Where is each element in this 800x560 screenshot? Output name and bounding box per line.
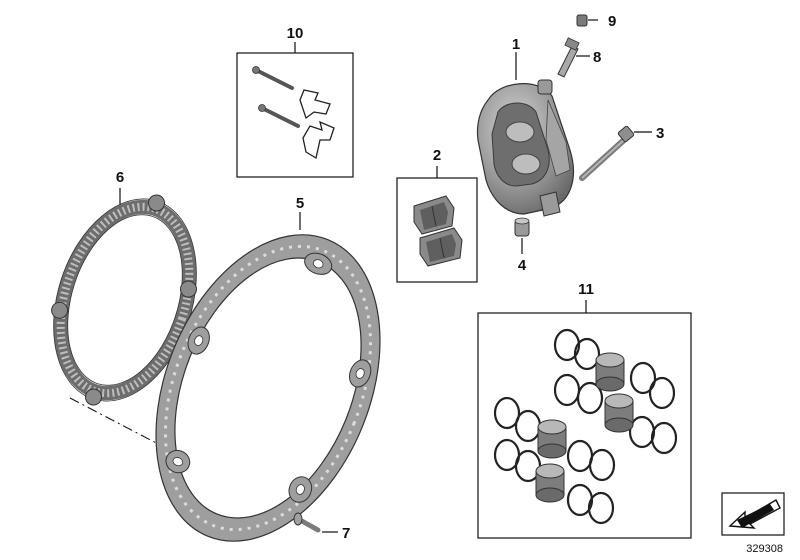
brake-disc	[155, 234, 381, 542]
bleed-port	[537, 79, 553, 95]
disc-carrier-lugs	[165, 252, 372, 503]
piston-3	[537, 419, 567, 459]
callout-4: 4	[518, 257, 527, 274]
callout-10: 10	[287, 25, 304, 42]
piston-4	[535, 463, 565, 503]
brake-caliper	[476, 79, 574, 217]
guide-sleeve	[514, 217, 530, 237]
callout-2: 2	[433, 147, 441, 164]
disc-bolt	[293, 512, 321, 533]
callout-6: 6	[116, 169, 124, 186]
pistons	[535, 352, 634, 503]
callout-11: 11	[578, 281, 594, 298]
bleed-valve	[557, 37, 580, 78]
abs-sensor-ring	[51, 194, 197, 406]
brake-pad-upper	[413, 195, 455, 235]
brake-caliper-group: 1 8 9 3 4	[476, 13, 664, 274]
callout-1: 1	[512, 36, 520, 53]
pad-pin-kit-group: 10	[236, 25, 354, 178]
callout-3: 3	[656, 125, 664, 142]
mounting-bolt	[579, 125, 635, 181]
reference-number: 329308	[746, 543, 783, 555]
reference-icon	[721, 492, 785, 536]
brake-pad-set-group: 2	[396, 147, 478, 283]
abs-sensor-ring-group: 6	[51, 169, 197, 406]
pad-spring-upper	[299, 89, 331, 120]
seal-rings	[493, 328, 678, 525]
dust-cap	[576, 14, 588, 27]
pad-spring-lower	[302, 120, 335, 160]
brake-disc-group: 5	[155, 195, 381, 542]
callout-7: 7	[342, 525, 350, 542]
piston-2	[604, 393, 634, 433]
brake-pad-lower	[419, 227, 463, 267]
callout-8: 8	[593, 49, 601, 66]
piston-seal-kit-group: 11	[477, 281, 692, 539]
retaining-pin-lower	[258, 104, 300, 128]
callout-9: 9	[608, 13, 616, 30]
retaining-pin-upper	[252, 66, 294, 90]
callout-5: 5	[296, 195, 304, 212]
piston-1	[595, 352, 625, 392]
